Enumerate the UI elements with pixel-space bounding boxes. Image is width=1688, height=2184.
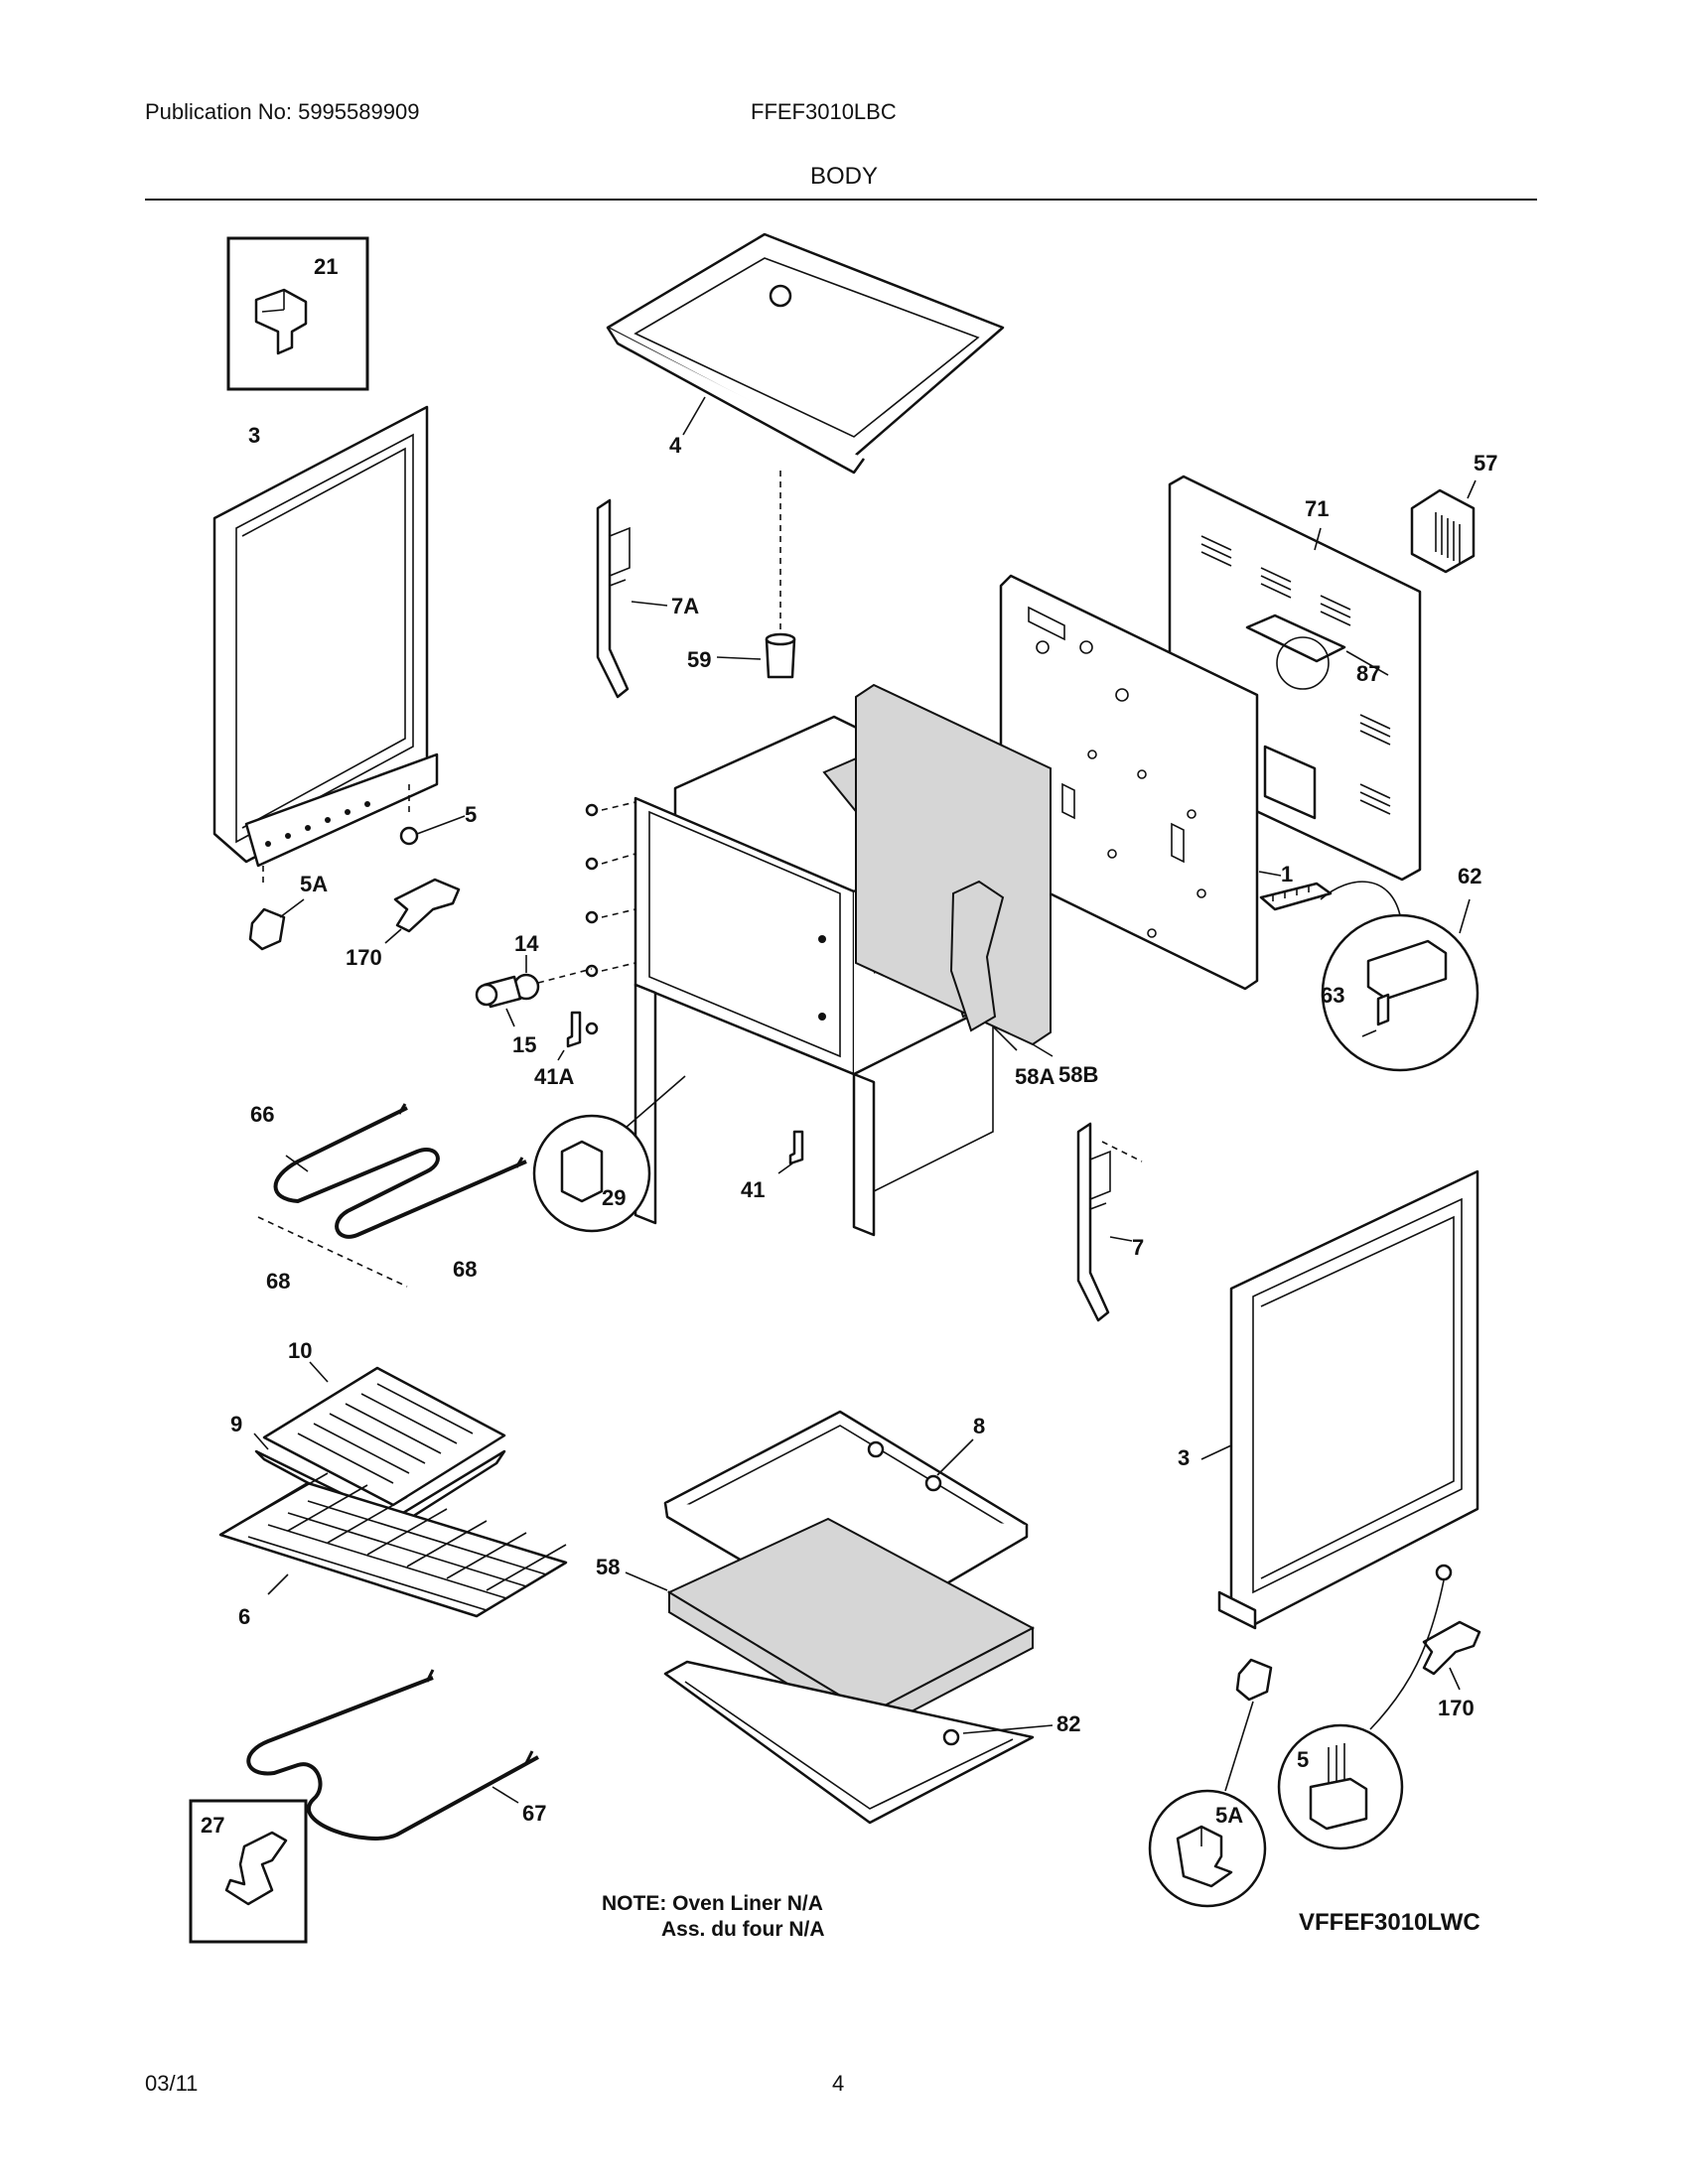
callout-5-left: 5 xyxy=(465,802,477,827)
publication-number: Publication No: 5995589909 xyxy=(145,99,420,124)
callout-58: 58 xyxy=(596,1555,620,1579)
part-21-inset xyxy=(226,236,369,391)
part-29-inset xyxy=(532,1075,686,1233)
section-title: BODY xyxy=(809,163,878,190)
part-7a-rack-support xyxy=(596,498,668,699)
part-27-inset xyxy=(189,1799,308,1944)
callout-9: 9 xyxy=(230,1412,242,1436)
header-rule xyxy=(145,199,1537,201)
part-5-leg-left xyxy=(399,815,466,846)
part-67-broil-element xyxy=(246,1669,539,1841)
part-57-vent-cover xyxy=(1410,479,1477,574)
part-58b-insulation xyxy=(855,683,1054,1057)
part-59-bushing xyxy=(716,632,796,679)
part-6-oven-rack xyxy=(218,1472,568,1618)
callout-87: 87 xyxy=(1356,661,1380,686)
callout-1: 1 xyxy=(1281,862,1293,887)
callout-67: 67 xyxy=(522,1801,546,1826)
callout-68-left: 68 xyxy=(266,1269,290,1294)
callout-41a: 41A xyxy=(534,1064,574,1089)
callout-7: 7 xyxy=(1132,1235,1144,1260)
part-5a-bracket-right xyxy=(1148,1658,1273,1908)
callout-58b: 58B xyxy=(1058,1062,1098,1087)
callout-170-right: 170 xyxy=(1438,1696,1475,1720)
part-170-bracket-left xyxy=(384,878,461,944)
callout-27: 27 xyxy=(201,1813,224,1838)
callout-21: 21 xyxy=(314,254,338,279)
part-14-15-light-socket xyxy=(475,955,593,1027)
callout-6: 6 xyxy=(238,1604,250,1629)
part-58a-insulation xyxy=(949,880,1018,1051)
callout-labels: 21 3 4 57 71 7A 59 87 5 5A 170 14 15 41A… xyxy=(201,254,1497,1838)
part-10-broil-pan-insert xyxy=(262,1361,506,1507)
part-4-top-panel xyxy=(606,232,1005,635)
callout-57: 57 xyxy=(1474,451,1497,476)
callout-15: 15 xyxy=(512,1032,536,1057)
part-41-clip xyxy=(777,1130,804,1174)
callout-59: 59 xyxy=(687,647,711,672)
part-82-bottom-plate xyxy=(663,1660,1054,1825)
callout-5-right: 5 xyxy=(1297,1747,1309,1772)
part-170-bracket-right xyxy=(1422,1620,1481,1691)
part-66-bake-element xyxy=(257,1103,527,1288)
part-3-right-side-panel xyxy=(1200,1169,1479,1630)
callout-5a-right: 5A xyxy=(1215,1803,1243,1828)
callout-82: 82 xyxy=(1056,1711,1080,1736)
callout-5a-left: 5A xyxy=(300,872,328,896)
callout-3-left: 3 xyxy=(248,423,260,448)
callout-29: 29 xyxy=(602,1185,626,1210)
part-62-terminal-block xyxy=(1259,881,1479,1072)
footer-page-number: 4 xyxy=(832,2071,845,2096)
callout-14: 14 xyxy=(514,931,539,956)
callout-41: 41 xyxy=(741,1177,765,1202)
callout-8: 8 xyxy=(973,1414,985,1438)
footer-date: 03/11 xyxy=(145,2071,199,2096)
callout-4: 4 xyxy=(669,433,682,458)
note-line-1: NOTE: Oven Liner N/A xyxy=(602,1892,823,1915)
callout-63: 63 xyxy=(1321,983,1344,1008)
part-41a-clip xyxy=(557,1011,582,1061)
callout-10: 10 xyxy=(288,1338,312,1363)
callout-68-right: 68 xyxy=(453,1257,477,1282)
variant-model-number: VFFEF3010LWC xyxy=(1299,1909,1480,1936)
callout-58a: 58A xyxy=(1015,1064,1055,1089)
part-5a-bracket-left xyxy=(248,898,305,951)
callout-66: 66 xyxy=(250,1102,274,1127)
callout-7a: 7A xyxy=(671,594,699,618)
part-7-rack-support xyxy=(1076,1122,1143,1322)
callout-71: 71 xyxy=(1305,496,1329,521)
callout-62: 62 xyxy=(1458,864,1481,888)
frame-screws xyxy=(585,801,636,1035)
part-5-leg-right xyxy=(1277,1564,1453,1850)
callout-3-right: 3 xyxy=(1178,1445,1190,1470)
note-line-2: Ass. du four N/A xyxy=(661,1918,825,1941)
part-3-left-side-panel xyxy=(212,405,439,884)
callout-170-left: 170 xyxy=(346,945,382,970)
model-number: FFEF3010LBC xyxy=(751,99,897,124)
